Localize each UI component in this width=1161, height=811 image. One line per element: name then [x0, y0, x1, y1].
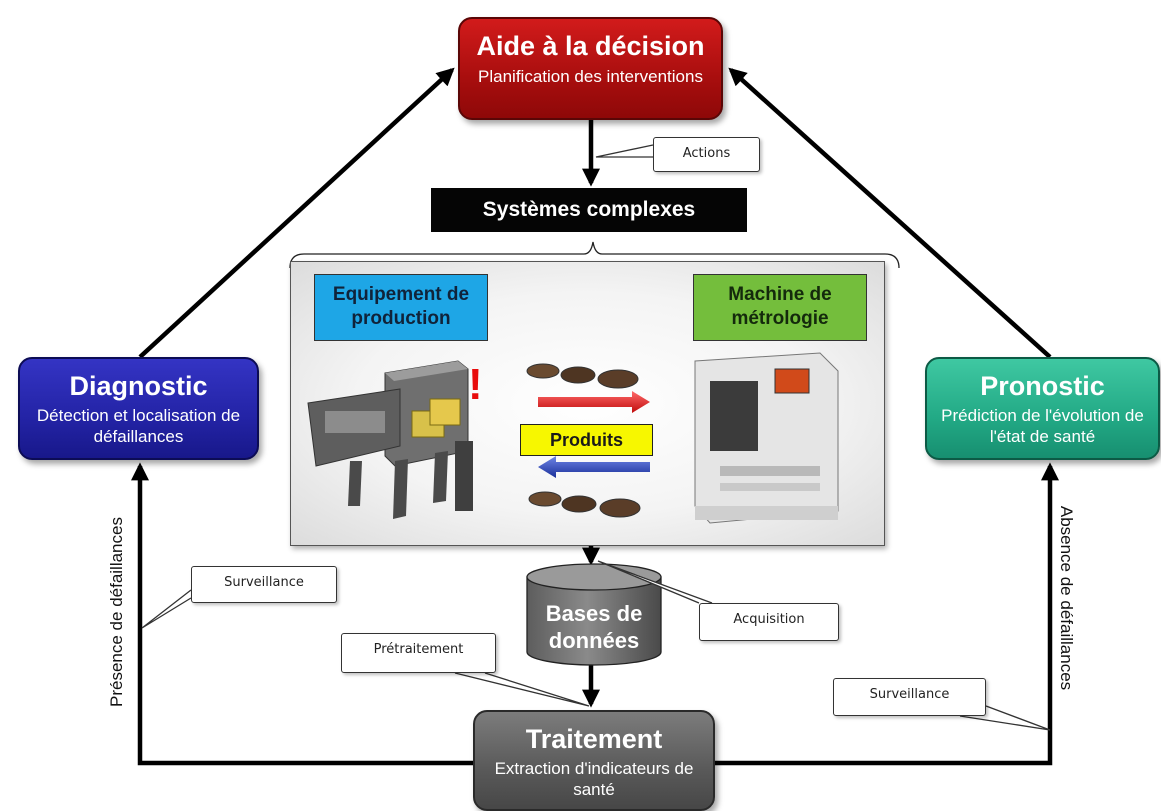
wafers-top-image — [526, 363, 639, 389]
arrow-diagnostic-to-decision — [138, 67, 455, 359]
metrology-machine-label: Machine de métrologie — [693, 274, 867, 341]
database-label: Bases de données — [545, 601, 643, 653]
callout-pointer-acquisition — [597, 560, 713, 604]
surveillance-left-callout: Surveillance — [191, 566, 337, 603]
presence-failures-label: Présence de défaillances — [107, 517, 126, 707]
diagnostic-subtitle: Détection et localisation de défaillance… — [36, 406, 241, 446]
prognostic-box: Pronostic Prédiction de l'évolution de l… — [925, 357, 1160, 460]
callout-pointer-surveillance-left — [141, 589, 192, 629]
processing-subtitle: Extraction d'indicateurs de santé — [494, 759, 694, 799]
decision-support-box: Aide à la décision Planification des int… — [458, 17, 723, 120]
callout-pointer-actions — [595, 144, 654, 158]
systems-brace — [289, 241, 900, 269]
absence-failures-label: Absence de défaillances — [1057, 505, 1076, 691]
prognostic-subtitle: Prédiction de l'évolution de l'état de s… — [941, 406, 1144, 446]
metrology-machine-image — [694, 352, 839, 524]
production-equipment-label: Equipement de production — [314, 274, 488, 341]
arrow-right-red — [538, 391, 650, 413]
complex-systems-banner: Systèmes complexes — [431, 188, 747, 232]
alert-icon: ! — [468, 360, 483, 409]
actions-callout: Actions — [653, 137, 760, 172]
panel-illustrations — [307, 352, 839, 524]
production-equipment-image — [307, 360, 473, 519]
products-label: Produits — [520, 424, 653, 456]
processing-title: Traitement — [525, 724, 663, 754]
arrow-traitement-to-diagnostic — [131, 462, 473, 766]
surveillance-right-callout: Surveillance — [833, 678, 986, 716]
decision-subtitle: Planification des interventions — [478, 67, 703, 86]
arrow-pronostic-to-decision — [728, 67, 1052, 359]
prognostic-title: Pronostic — [980, 371, 1105, 401]
acquisition-callout: Acquisition — [699, 603, 839, 641]
diagnostic-title: Diagnostic — [69, 371, 208, 401]
arrow-traitement-to-pronostic — [715, 462, 1059, 766]
database-cylinder — [526, 563, 662, 666]
diagnostic-box: Diagnostic Détection et localisation de … — [18, 357, 259, 460]
arrow-left-blue — [538, 456, 650, 478]
wafers-bottom-image — [528, 491, 641, 518]
callout-pointer-pretraitement — [454, 672, 590, 707]
decision-title: Aide à la décision — [476, 31, 705, 61]
processing-box: Traitement Extraction d'indicateurs de s… — [473, 710, 715, 811]
pretraitement-callout: Prétraitement — [341, 633, 496, 673]
